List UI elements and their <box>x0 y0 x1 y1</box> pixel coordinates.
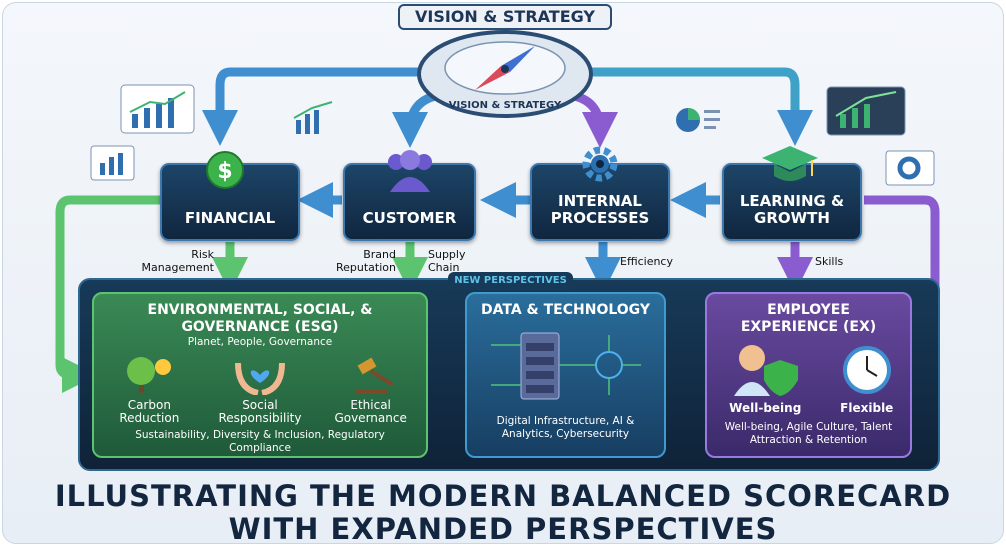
svg-text:$: $ <box>217 159 232 184</box>
donut-chart-icon <box>885 150 935 186</box>
small-chart-icon <box>90 145 135 181</box>
bar-chart-icon <box>120 84 195 134</box>
gear-icon <box>582 146 618 182</box>
risk-management-label: Risk Management <box>141 248 214 274</box>
pie-chart-icon <box>676 108 720 132</box>
dollar-icon: $ <box>206 151 244 189</box>
internal-processes-label: INTERNAL PROCESSES <box>550 192 650 227</box>
employee-shield-icon <box>734 345 799 396</box>
social-responsibility-label: Social Responsibility <box>218 398 302 425</box>
well-being-label: Well-being <box>729 401 802 415</box>
server-network-icon <box>490 332 641 400</box>
tree-sun-icon <box>127 357 172 393</box>
skills-label: Skills <box>815 255 844 268</box>
employee-experience-footer: Well-being, Agile Culture, Talent Attrac… <box>724 421 893 446</box>
supply-chain-label: Supply Chain <box>428 248 466 274</box>
customer-label: CUSTOMER <box>362 209 457 227</box>
esg-card[interactable]: ENVIRONMENTAL, SOCIAL, & GOVERNANCE (ESG… <box>92 292 428 458</box>
compass-label: VISION & STRATEGY <box>449 100 562 111</box>
flexible-label: Flexible <box>840 401 894 415</box>
employee-experience-card[interactable]: EMPLOYEE EXPERIENCE (EX) Well-being Flex… <box>705 292 912 458</box>
dashboard-chart-icon <box>826 86 906 136</box>
people-icon <box>388 150 432 192</box>
title-line-1: ILLUSTRATING THE MODERN BALANCED SCORECA… <box>54 479 952 513</box>
esg-subtitle: Planet, People, Governance <box>187 336 333 348</box>
vision-strategy-banner: VISION & STRATEGY <box>398 4 612 30</box>
new-perspectives-tab: NEW PERSPECTIVES <box>448 272 573 290</box>
data-technology-title: DATA & TECHNOLOGY <box>481 302 650 318</box>
title-line-2: WITH EXPANDED PERSPECTIVES <box>228 512 778 546</box>
graduation-cap-icon <box>762 146 818 181</box>
data-technology-card[interactable]: DATA & TECHNOLOGY Digital Infrastructure… <box>465 292 666 458</box>
brand-reputation-label: Brand Reputation <box>336 248 396 274</box>
internal-processes-box[interactable]: INTERNAL PROCESSES <box>530 163 670 241</box>
growth-chart-icon <box>293 101 333 134</box>
data-technology-footer: Digital Infrastructure, AI & Analytics, … <box>496 415 635 440</box>
hands-heart-icon <box>234 362 285 396</box>
ethical-governance-label: Ethical Governance <box>334 398 407 425</box>
compass-icon: VISION & STRATEGY <box>417 30 593 118</box>
carbon-reduction-label: Carbon Reduction <box>119 398 180 425</box>
esg-footer: Sustainability, Diversity & Inclusion, R… <box>135 429 385 454</box>
employee-experience-title: EMPLOYEE EXPERIENCE (EX) <box>740 302 877 335</box>
learning-growth-label: LEARNING & GROWTH <box>739 192 845 227</box>
esg-title: ENVIRONMENTAL, SOCIAL, & GOVERNANCE (ESG… <box>147 302 373 335</box>
gavel-icon <box>354 357 394 394</box>
financial-label: FINANCIAL <box>184 209 276 227</box>
efficiency-label: Efficiency <box>620 255 673 268</box>
clock-icon <box>842 346 891 394</box>
